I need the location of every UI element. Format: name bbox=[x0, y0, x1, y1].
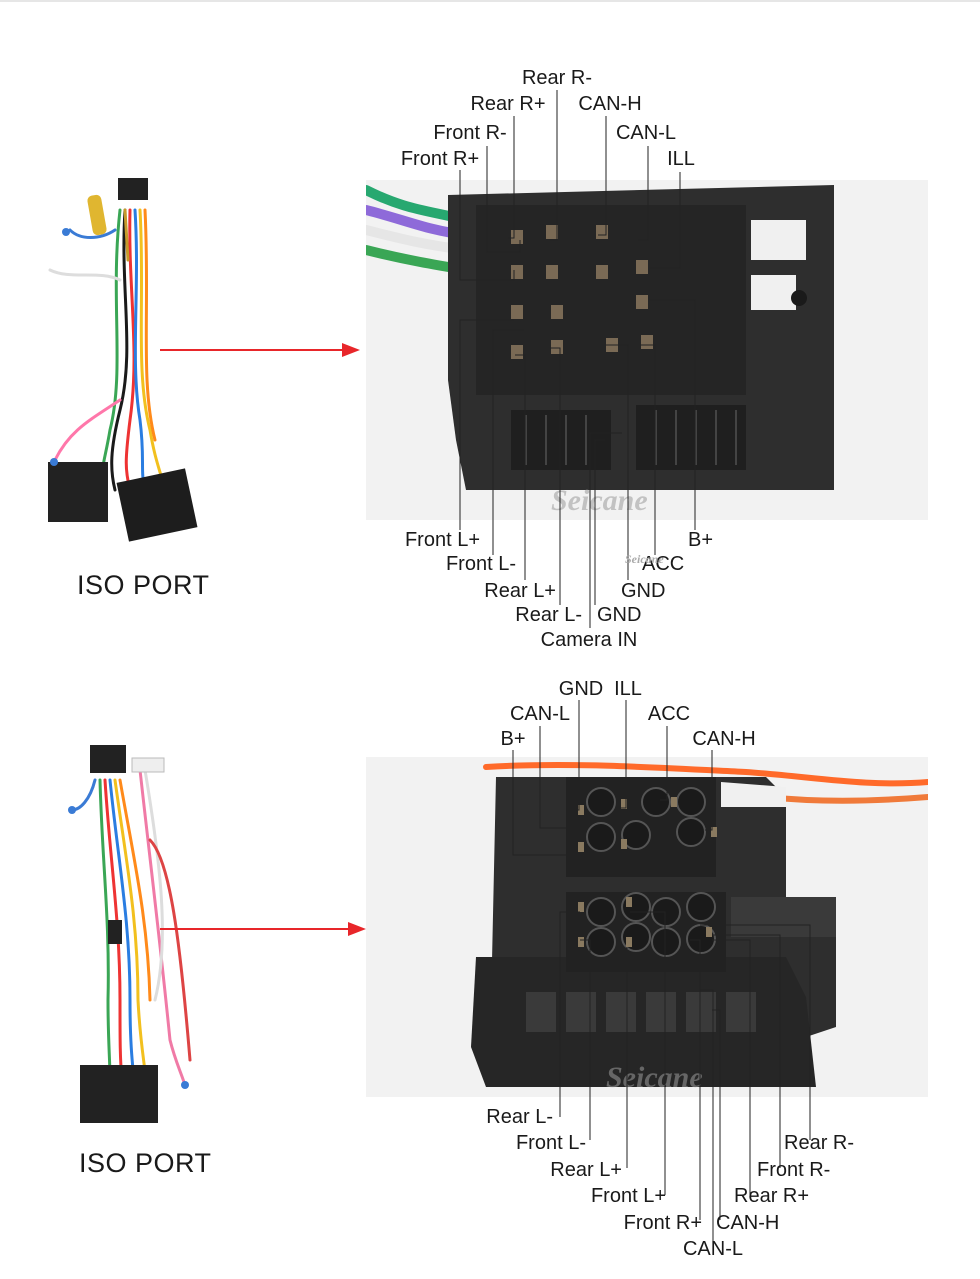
label-b-front-l-minus: Front L- bbox=[515, 1132, 586, 1154]
label-b-rear-l-minus: Rear L- bbox=[486, 1106, 553, 1128]
label-gnd-2: GND bbox=[597, 604, 642, 626]
label-acc: ACC bbox=[642, 553, 685, 575]
label-b-front-l-plus: Front L+ bbox=[590, 1185, 666, 1207]
watermark-b: Seicane bbox=[606, 1061, 703, 1094]
label-b-gnd: GND bbox=[558, 678, 604, 700]
label-ill: ILL bbox=[667, 148, 695, 170]
label-rear-l-plus: Rear L+ bbox=[484, 580, 556, 602]
label-b-front-r-minus: Front R- bbox=[757, 1159, 831, 1181]
label-gnd: GND bbox=[621, 580, 666, 602]
iso-port-caption-b: ISO PORT bbox=[79, 1148, 212, 1178]
label-b-rear-r-minus: Rear R- bbox=[784, 1132, 855, 1154]
label-b-can-h: CAN-H bbox=[692, 728, 756, 750]
label-camera-in: Camera IN bbox=[540, 629, 638, 651]
label-can-h: CAN-H bbox=[578, 93, 642, 115]
label-b-ill: ILL bbox=[614, 678, 642, 700]
label-b-rear-r-plus: Rear R+ bbox=[734, 1185, 810, 1207]
label-front-r-plus: Front R+ bbox=[400, 148, 480, 170]
label-b-can-h-bottom: CAN-H bbox=[716, 1212, 780, 1234]
connector-photo-b: Seicane bbox=[366, 757, 928, 1097]
label-front-l-plus: Front L+ bbox=[404, 529, 480, 551]
wire-harness-image-b bbox=[68, 745, 192, 1123]
small-watermark-a: Seicane bbox=[625, 552, 664, 566]
label-rear-r-plus: Rear R+ bbox=[470, 93, 546, 115]
label-b-acc: ACC bbox=[647, 703, 691, 725]
watermark-a: Seicane bbox=[551, 484, 648, 517]
label-b-rear-l-plus: Rear L+ bbox=[550, 1159, 622, 1181]
connector-photo-a: Seicane bbox=[366, 180, 928, 520]
wire-harness-image-a bbox=[48, 178, 198, 542]
label-b-b-plus: B+ bbox=[500, 728, 526, 750]
label-front-l-minus: Front L- bbox=[445, 553, 516, 575]
label-can-l: CAN-L bbox=[615, 122, 677, 144]
label-b-plus: B+ bbox=[688, 529, 714, 551]
label-b-front-r-plus: Front R+ bbox=[623, 1212, 702, 1234]
label-rear-l-minus: Rear L- bbox=[515, 604, 582, 626]
top-divider bbox=[0, 0, 980, 2]
label-front-r-minus: Front R- bbox=[433, 122, 507, 144]
label-b-can-l-bottom: CAN-L bbox=[682, 1238, 744, 1260]
iso-port-caption-a: ISO PORT bbox=[77, 570, 210, 600]
label-rear-r-minus: Rear R- bbox=[521, 67, 593, 89]
label-b-can-l: CAN-L bbox=[509, 703, 571, 725]
